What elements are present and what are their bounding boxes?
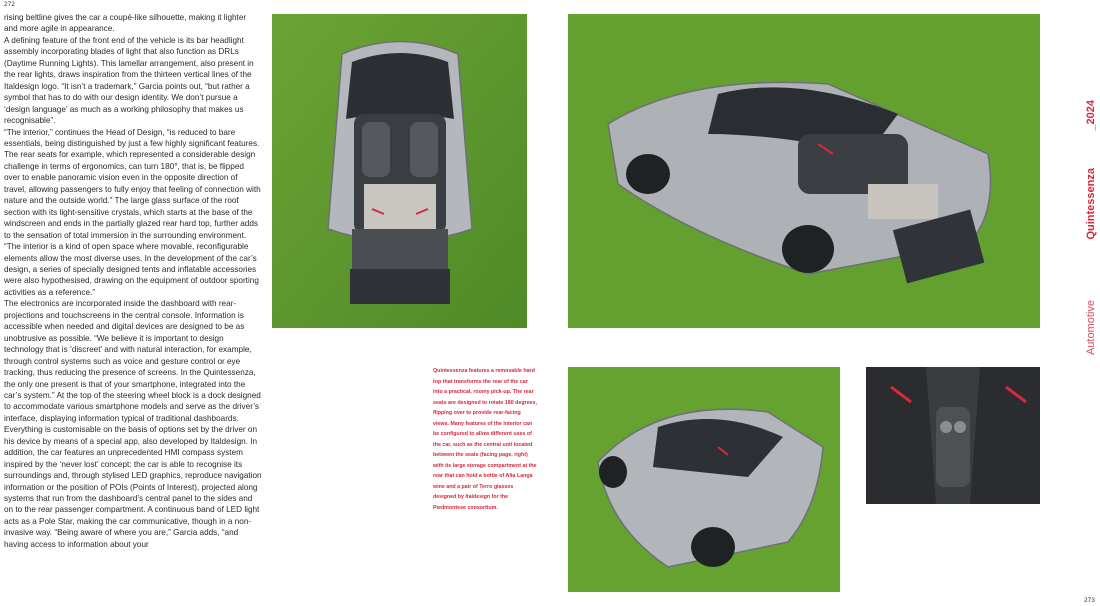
body-paragraph: The electronics are incorporated inside … [4,299,262,549]
side-label-section: Automotive [1085,300,1097,356]
side-label-brand: Quintessenza [1085,168,1097,240]
car-top-view-photo [272,14,527,328]
body-paragraph: A defining feature of the front end of t… [4,35,254,126]
car-closed-roof-photo [568,367,840,592]
body-paragraph: rising beltline gives the car a coupé-li… [4,13,247,34]
page-number-left: 272 [4,1,15,8]
article-body: rising beltline gives the car a coupé-li… [4,12,262,550]
car-three-quarter-view-photo [568,14,1040,328]
body-paragraph: “The interior,” continues the Head of De… [4,127,261,240]
photo-caption: Quintessenza features a removable hard t… [433,368,537,511]
central-console-detail-photo [866,367,1040,504]
page-number-right: 273 [1084,597,1095,604]
body-paragraph: “The interior is a kind of open space wh… [4,242,259,297]
side-label-year: _2024 [1085,100,1097,131]
